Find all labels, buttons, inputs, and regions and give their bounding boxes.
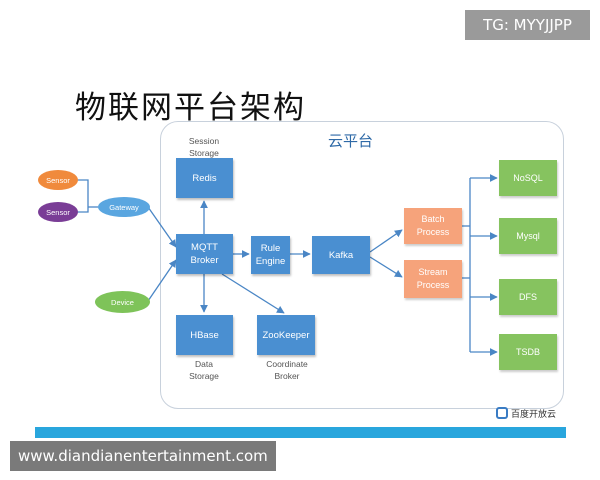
logo-text: 百度开放云 — [511, 409, 557, 420]
sensor-node-1: Sensor — [38, 170, 78, 190]
bottom-stripe — [35, 427, 566, 438]
watermark-url: www.diandianentertainment.com — [10, 441, 276, 471]
dfs-node: DFS — [499, 279, 557, 315]
rule-engine-node: Rule Engine — [251, 236, 290, 274]
cloud-platform-boundary — [160, 121, 564, 409]
device-node: Device — [95, 291, 150, 313]
gateway-node: Gateway — [98, 197, 150, 217]
hbase-node: HBase — [176, 315, 233, 355]
session-storage-caption: Session Storage — [188, 136, 220, 158]
data-storage-caption: Data Storage — [189, 359, 219, 381]
nosql-node: NoSQL — [499, 160, 557, 196]
page-title: 物联网平台架构 — [75, 90, 306, 126]
kafka-node: Kafka — [312, 236, 370, 274]
batch-process-node: Batch Process — [404, 208, 462, 244]
baidu-cloud-logo: 百度开放云 — [496, 404, 556, 422]
stream-process-node: Stream Process — [404, 260, 462, 298]
arrow-gateway-mqtt — [147, 206, 177, 248]
redis-node: Redis — [176, 158, 233, 198]
tsdb-node: TSDB — [499, 334, 557, 370]
arrow-mqtt-zookeeper — [221, 273, 285, 314]
sensor-node-2: Sensor — [38, 202, 78, 222]
mysql-node: Mysql — [499, 218, 557, 254]
cloud-platform-label: 云平台 — [328, 132, 374, 150]
arrow-kafka-stream — [369, 256, 403, 278]
zookeeper-node: ZooKeeper — [257, 315, 315, 355]
mqtt-broker-node: MQTT Broker — [176, 234, 233, 274]
cloud-logo-icon — [496, 407, 508, 419]
coordinate-broker-caption: Coordinate Broker — [266, 359, 308, 381]
tg-tag: TG: MYYJJPP — [465, 10, 590, 40]
arrow-kafka-batch — [369, 229, 403, 253]
arrow-sensors-gateway — [75, 179, 89, 213]
arrow-device-mqtt — [147, 259, 177, 302]
